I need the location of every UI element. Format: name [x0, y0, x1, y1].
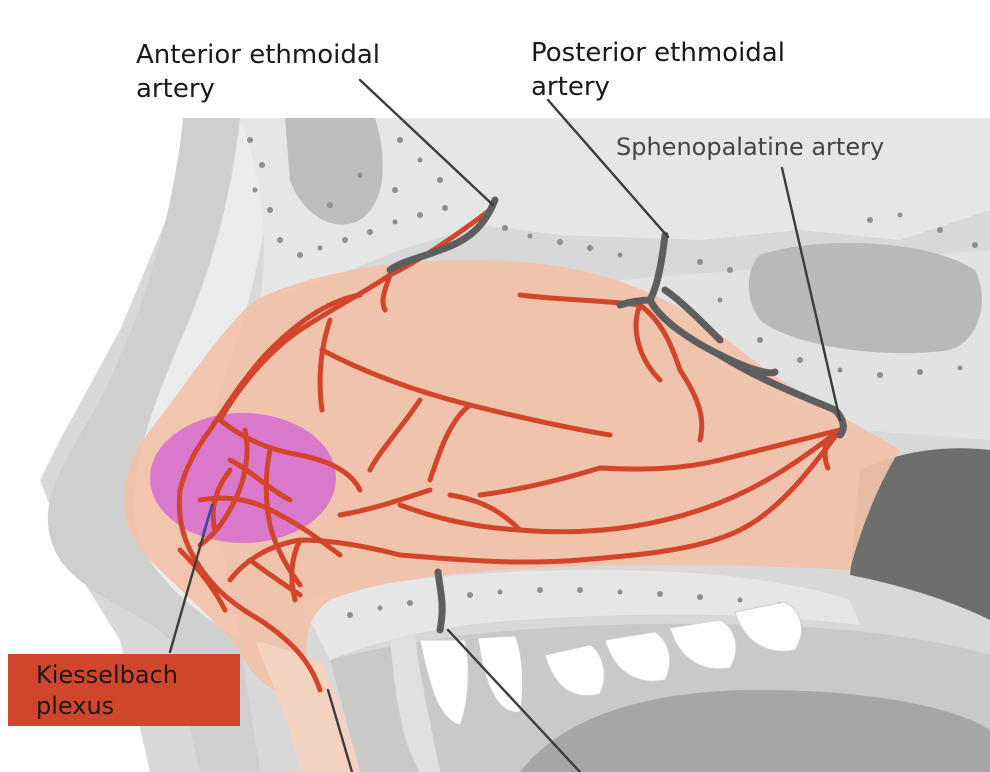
label-posterior-ethmoidal-artery: Posterior ethmoidal artery	[531, 36, 785, 104]
label-kiesselbach-line2: plexus	[36, 691, 178, 722]
label-posterior-ethmoidal-line2: artery	[531, 70, 785, 104]
label-anterior-ethmoidal-artery: Anterior ethmoidal artery	[136, 38, 380, 106]
label-kiesselbach-line1: Kiesselbach	[36, 660, 178, 691]
label-anterior-ethmoidal-line1: Anterior ethmoidal	[136, 38, 380, 72]
label-posterior-ethmoidal-line1: Posterior ethmoidal	[531, 36, 785, 70]
label-kiesselbach-plexus: Kiesselbach plexus	[36, 660, 178, 722]
label-sphenopalatine-artery: Sphenopalatine artery	[616, 130, 884, 164]
label-anterior-ethmoidal-line2: artery	[136, 72, 380, 106]
